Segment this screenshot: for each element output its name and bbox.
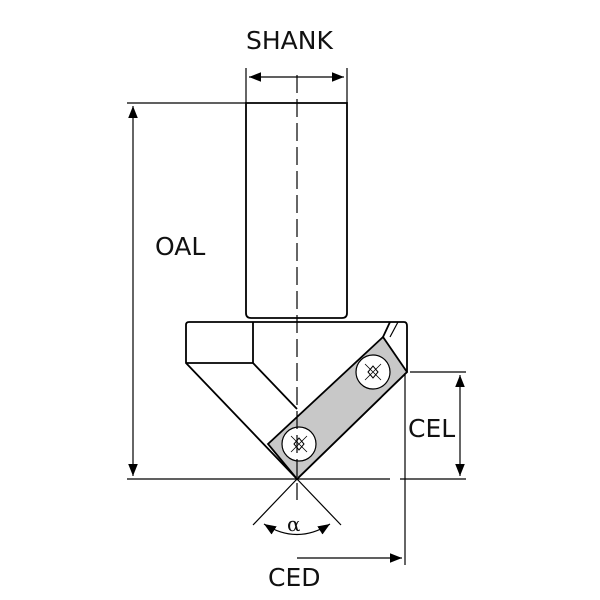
oal-label: OAL [155,232,206,261]
bit-body [185,102,409,481]
cel-label: CEL [408,414,456,443]
angle-arc [263,523,331,535]
dimensions [127,68,466,565]
shank-label: SHANK [246,26,333,55]
angle-label: α [287,512,301,536]
ced-label: CED [268,563,321,592]
